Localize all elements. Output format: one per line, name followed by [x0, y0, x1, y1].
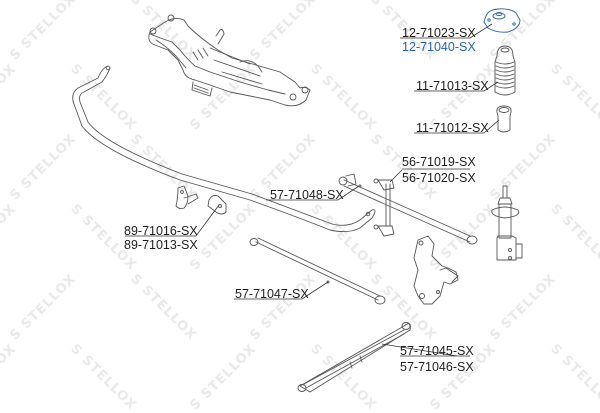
stabilizer-link-drawing [373, 178, 395, 237]
part-label-89-71016[interactable]: 89-71016-SX [124, 224, 198, 238]
lower-arm-drawing [249, 237, 386, 305]
part-label-12-71023[interactable]: 12-71023-SX [402, 26, 476, 40]
trailing-arm-drawing [297, 322, 411, 393]
part-label-56-71019[interactable]: 56-71019-SX [402, 155, 476, 169]
bump-stop-drawing [496, 105, 512, 133]
subframe-drawing [148, 14, 311, 107]
stabilizer-bar-drawing [72, 65, 376, 233]
part-label-11-71013[interactable]: 11-71013-SX [416, 79, 489, 93]
top-mount-drawing [483, 8, 521, 33]
diagram-drawing [72, 8, 523, 393]
part-label-11-71012[interactable]: 11-71012-SX [416, 121, 489, 135]
leader-lines [125, 23, 500, 357]
upper-arm-drawing [338, 173, 478, 245]
shock-absorber-drawing [491, 185, 523, 261]
part-label-57-71047[interactable]: 57-71047-SX [235, 287, 309, 301]
knuckle-drawing [413, 235, 459, 305]
part-label-57-71048[interactable]: 57-71048-SX [270, 188, 344, 202]
part-label-89-71013[interactable]: 89-71013-SX [124, 238, 198, 252]
part-label-12-71040[interactable]: 12-71040-SX [402, 40, 476, 54]
part-label-57-71045[interactable]: 57-71045-SX [400, 344, 474, 358]
part-label-57-71046[interactable]: 57-71046-SX [400, 360, 474, 374]
dust-boot-drawing [494, 45, 516, 96]
part-label-56-71020[interactable]: 56-71020-SX [402, 171, 476, 185]
stabilizer-bushing-drawing [175, 185, 227, 215]
